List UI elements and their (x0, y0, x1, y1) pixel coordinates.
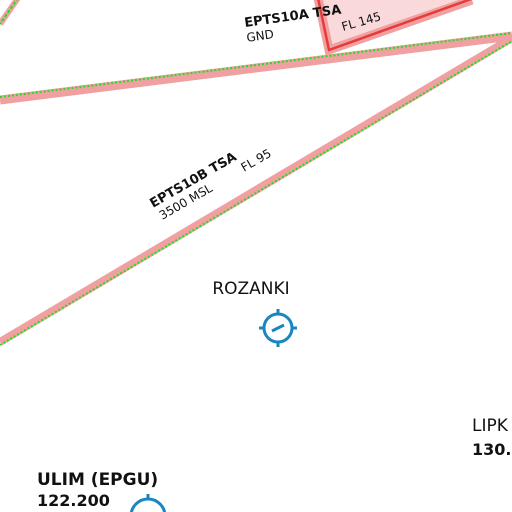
epts10b-south-boundary (0, 34, 512, 346)
ulim-label: ULIM (EPGU) (37, 470, 158, 490)
lipki-frequency: 130. (472, 440, 511, 459)
epts10b-label: EPTS10B TSA 3500 MSL (148, 150, 240, 223)
lipki-label: LIPK (472, 416, 509, 436)
ndb-icon[interactable] (259, 309, 297, 347)
ulim-frequency: 122.200 (37, 491, 110, 510)
epts10b-upper-limit: FL 95 (239, 146, 274, 174)
epts10a-lower-limit: GND (246, 27, 275, 45)
rozanki-label: ROZANKI (212, 279, 289, 299)
top-left-boundary-segment (0, 0, 21, 26)
airfield-ulim[interactable]: ULIM (EPGU) 122.200 (37, 470, 167, 512)
epts10a-tsa-area[interactable] (313, 0, 474, 56)
waypoint-rozanki[interactable]: ROZANKI (212, 279, 297, 347)
waypoint-lipki[interactable]: LIPK 130. (472, 416, 511, 459)
airfield-icon[interactable] (129, 494, 167, 512)
epts10b-north-boundary (0, 31, 512, 105)
